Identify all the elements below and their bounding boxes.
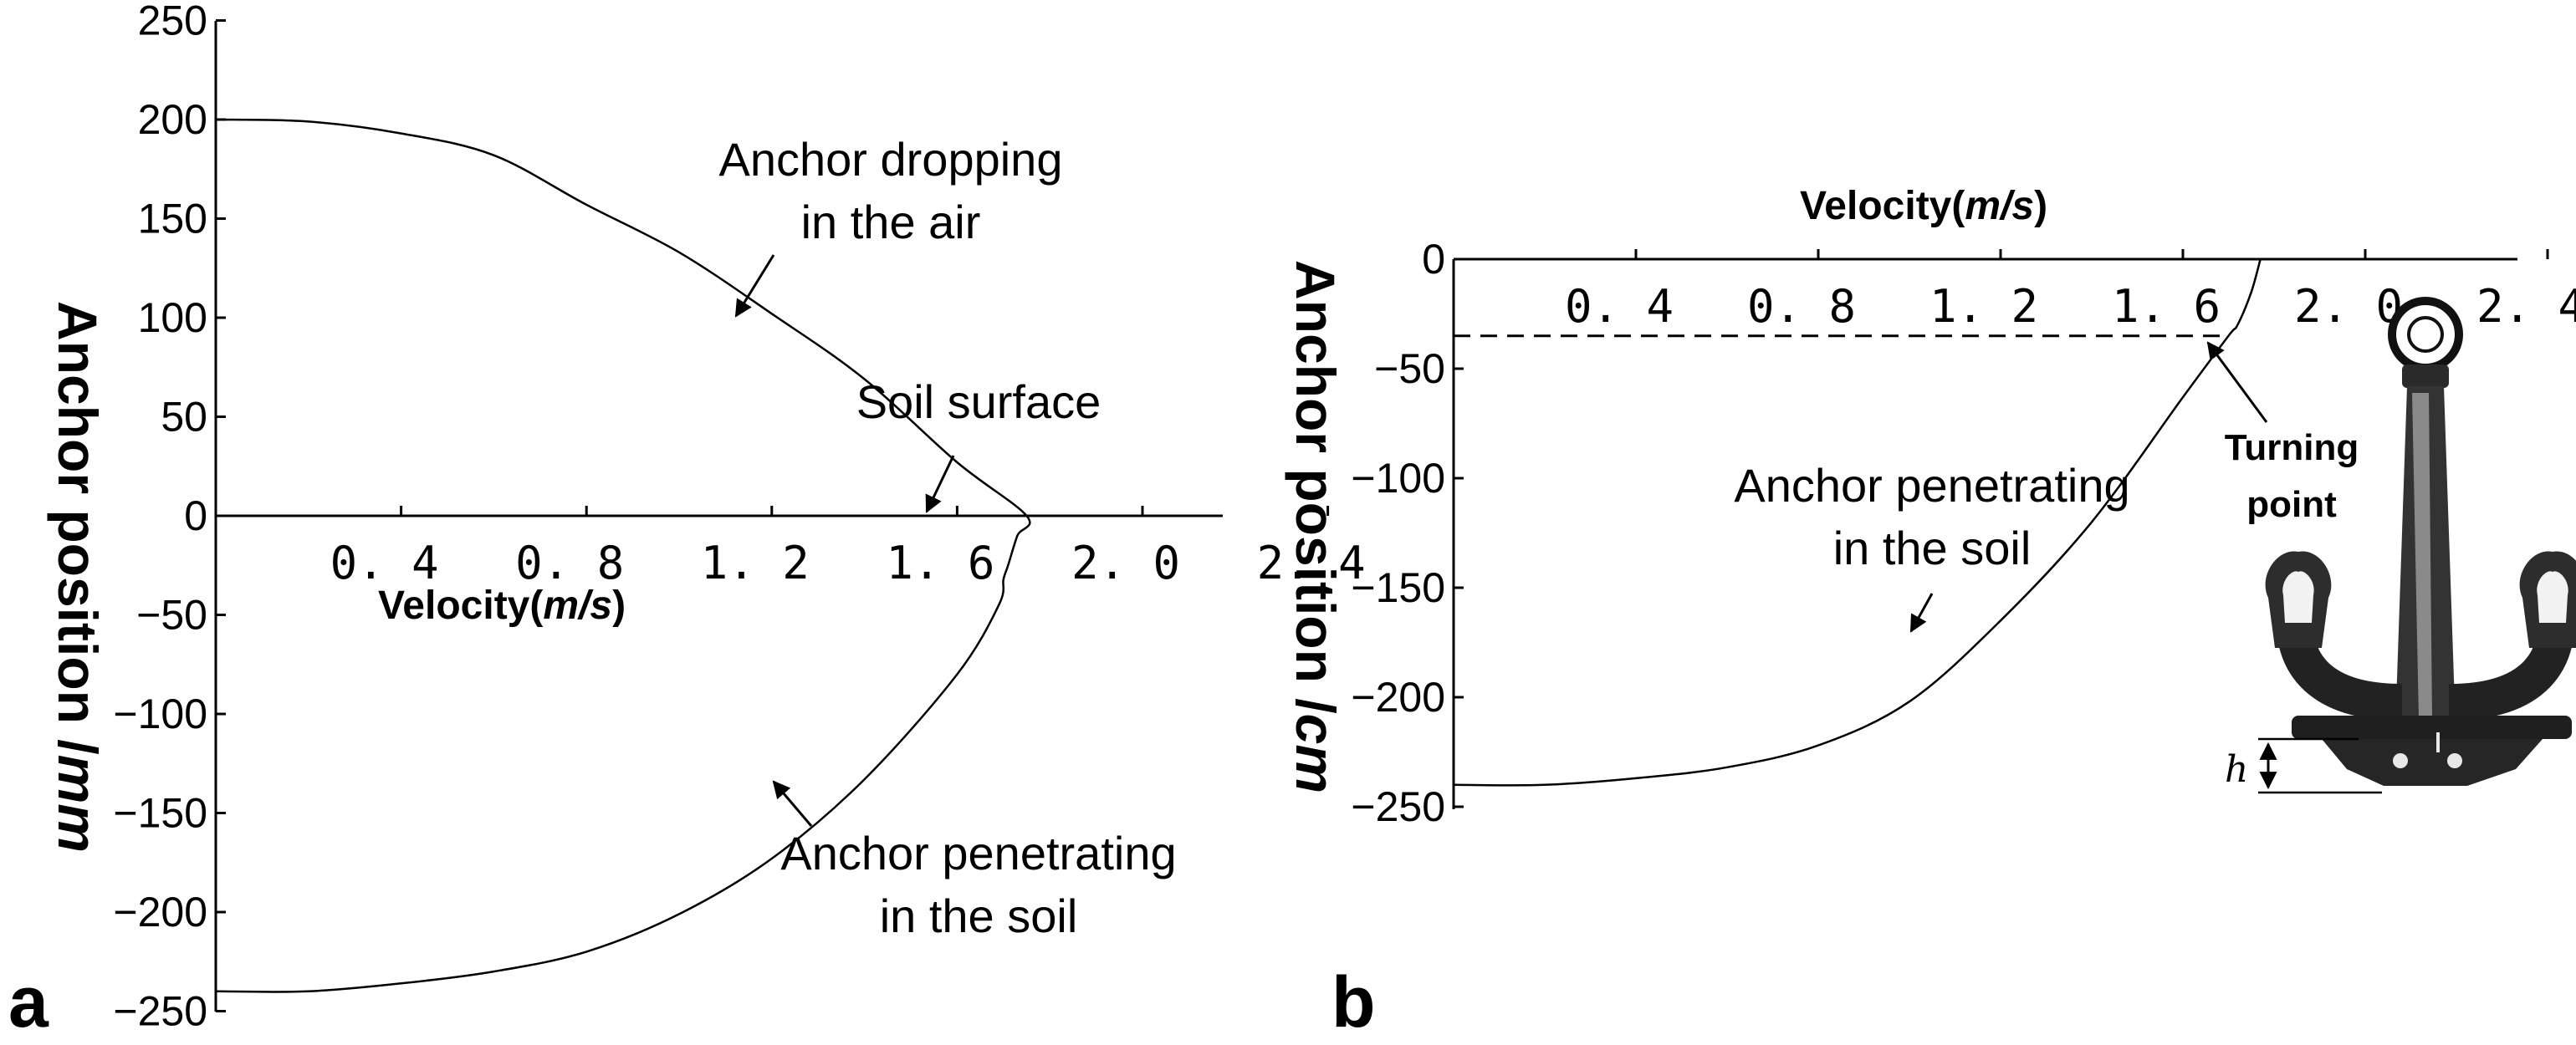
a-x-tick-label: 0. 4 <box>330 537 439 589</box>
b-y-tick-label: −200 <box>1351 674 1445 721</box>
a-y-tick-label: −50 <box>136 592 207 639</box>
svg-text:Anchor penetrating: Anchor penetrating <box>780 827 1176 879</box>
svg-text:point: point <box>2246 484 2337 525</box>
panel-a-annotation-air: Anchor dropping in the air <box>719 133 1063 318</box>
a-y-tick-label: −250 <box>113 988 207 1035</box>
b-x-tick-label: 0. 8 <box>1747 280 1856 333</box>
a-y-tick-label: 0 <box>184 492 207 539</box>
svg-text:in the soil: in the soil <box>880 890 1078 942</box>
b-x-tick-label: 2. 4 <box>2476 280 2576 333</box>
a-x-tick-label: 2. 0 <box>1071 537 1180 589</box>
panel-b-x-ticks: 0. 4 0. 8 1. 2 1. 6 2. 0 2. 4 <box>1565 249 2576 333</box>
panel-a-chart: Anchor position /mm 250 200 150 100 50 0 −50 −1… <box>8 0 1366 1042</box>
panel-a-arrow-surface <box>925 455 955 513</box>
b-x-tick-label: 1. 6 <box>2112 280 2221 333</box>
panel-a-arrow-soil <box>772 780 813 827</box>
panel-b-series-curve <box>1453 258 2262 787</box>
a-y-tick-label: −200 <box>113 889 207 935</box>
anchor-icon <box>2265 297 2576 786</box>
b-x-tick-label: 2. 0 <box>2294 280 2403 333</box>
panel-a-y-ticks: 250 200 150 100 50 0 −50 −100 −150 −200 −250 <box>113 0 226 1035</box>
anchor-height-label: h <box>2225 748 2248 791</box>
a-x-tick-label: 1. 2 <box>701 537 810 589</box>
panel-a-y-axis-label: Anchor position /mm <box>47 301 109 853</box>
svg-text:Anchor penetrating: Anchor penetrating <box>1734 459 2129 512</box>
a-y-tick-label: −100 <box>113 691 207 737</box>
panel-b-arrow-soil <box>1909 593 1934 633</box>
svg-text:Anchor dropping: Anchor dropping <box>719 133 1063 186</box>
panel-a-annotation-soil-surface: Soil surface <box>856 375 1101 513</box>
svg-text:Soil surface: Soil surface <box>856 375 1101 428</box>
b-y-tick-label: 0 <box>1422 236 1445 283</box>
panel-a-x-axis-label: Velocity(m/s) <box>378 584 626 628</box>
b-y-tick-label: −50 <box>1374 345 1445 392</box>
b-y-tick-label: −150 <box>1351 564 1445 611</box>
panel-b-annotation-soil: Anchor penetrating in the soil <box>1734 459 2130 633</box>
panel-a-annotation-soil: Anchor penetrating in the soil <box>772 780 1177 942</box>
b-x-tick-label: 0. 4 <box>1565 280 1674 333</box>
panel-b-label: b <box>1331 962 1376 1042</box>
b-y-tick-label: −100 <box>1351 455 1445 502</box>
a-y-tick-label: 250 <box>138 0 207 44</box>
a-x-tick-label: 1. 6 <box>886 537 994 589</box>
b-x-tick-label: 1. 2 <box>1929 280 2038 333</box>
panel-b-chart: Anchor position /cm 0 −50 −100 −150 −200 −250… <box>1285 184 2576 1042</box>
a-y-tick-label: 50 <box>161 394 207 441</box>
panel-b-annotation-turning-point: Turning point <box>2206 341 2359 525</box>
a-y-tick-label: 150 <box>138 196 207 242</box>
panel-a-arrow-air <box>734 254 775 318</box>
svg-text:in the air: in the air <box>801 196 981 248</box>
a-x-tick-label: 0. 8 <box>515 537 624 589</box>
panel-b-y-ticks: 0 −50 −100 −150 −200 −250 <box>1351 236 1464 830</box>
panel-b-x-axis-label: Velocity(m/s) <box>1800 184 2047 228</box>
svg-text:Turning: Turning <box>2225 427 2359 468</box>
a-y-tick-label: 100 <box>138 294 207 341</box>
b-y-tick-label: −250 <box>1351 783 1445 830</box>
panel-b-arrow-turning-point <box>2206 341 2268 423</box>
panel-b-y-axis-label: Anchor position /cm <box>1285 260 1347 793</box>
a-x-tick-label: 2. 4 <box>1257 537 1366 589</box>
panel-a-series-curve <box>215 118 1031 993</box>
a-y-tick-label: −150 <box>113 790 207 837</box>
anchor-height-dimension: h <box>2225 737 2382 794</box>
panel-a-label: a <box>8 962 49 1042</box>
a-y-tick-label: 200 <box>138 96 207 143</box>
svg-text:in the soil: in the soil <box>1833 522 2032 574</box>
panel-a-x-ticks: 0. 4 0. 8 1. 2 1. 6 2. 0 2. 4 <box>330 506 1366 589</box>
